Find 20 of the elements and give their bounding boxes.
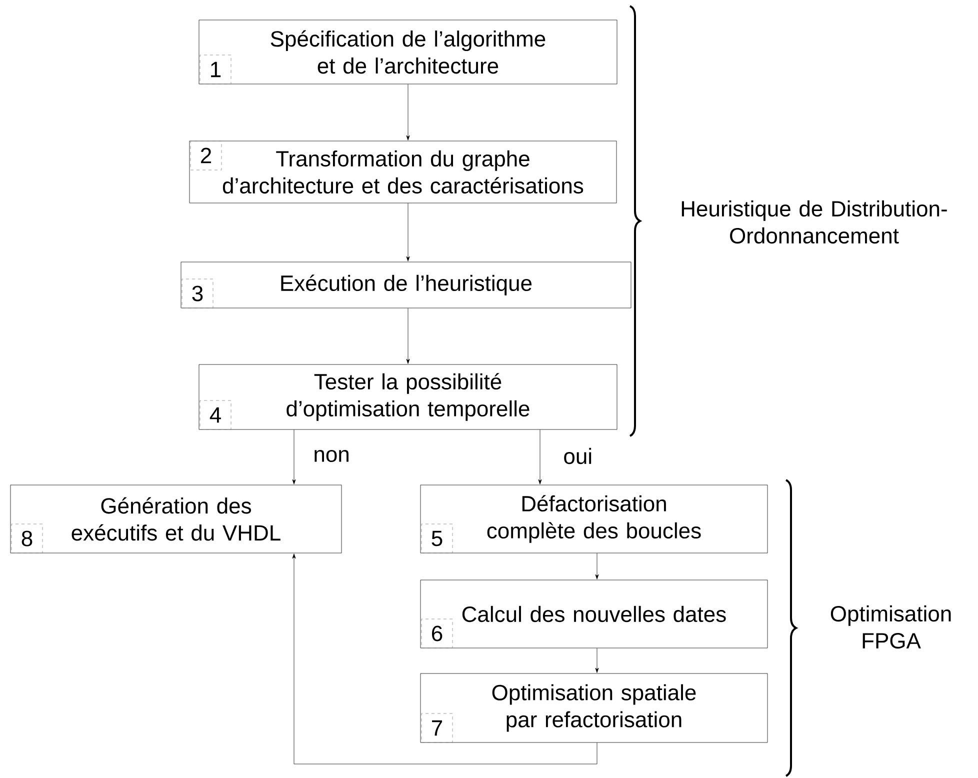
arrow: [538, 430, 542, 484]
arrow: [595, 553, 599, 580]
arrow: [406, 203, 410, 262]
step-number: 3: [182, 278, 214, 308]
arrow: [292, 430, 296, 484]
arrow: [292, 554, 598, 764]
step-number: 7: [421, 713, 453, 743]
step-number: 2: [190, 140, 222, 170]
step-number: 1: [200, 54, 232, 84]
group-label: Optimisation FPGA: [830, 605, 951, 649]
edge-label: oui: [562, 446, 594, 466]
group-label: Heuristique de Distribution-Ordonnancement: [682, 200, 947, 244]
arrow: [595, 648, 599, 673]
step-number: 4: [200, 400, 232, 430]
arrow: [406, 84, 410, 140]
edge-label: non: [312, 448, 351, 464]
step-number: 8: [11, 524, 43, 554]
step-number: 5: [421, 524, 453, 554]
arrow: [406, 308, 410, 364]
step-number: 6: [421, 618, 453, 648]
